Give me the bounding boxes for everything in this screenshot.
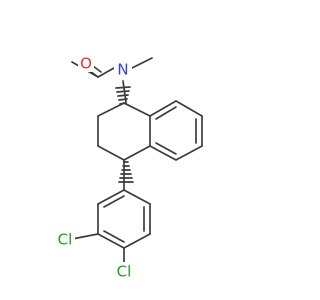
chlorine-lower-label: Cl [117, 263, 132, 281]
bond-c8-c7 [175, 100, 203, 117]
bond-c8a-c1 [123, 102, 151, 117]
bond-ar3-cl [71, 233, 99, 240]
bond-inner-1 [155, 106, 177, 120]
stereo-hash-c1 [115, 86, 131, 105]
bond-ar3-ar4 [97, 233, 125, 249]
bond-carbonyl-n [97, 67, 115, 78]
bond-c3-c4 [97, 145, 125, 161]
bond-ar1-ar2 [97, 189, 125, 205]
molecule-canvas: O N Cl Cl [55, 54, 203, 281]
bond-ar4-ar5 [123, 233, 151, 249]
nitrogen-label: N [117, 61, 128, 79]
structure-diagram: O N Cl Cl [55, 54, 203, 281]
atom-chlorine-lower: Cl [114, 262, 134, 281]
atom-chlorine-upper: Cl [55, 230, 75, 249]
bond-c8a-c8 [149, 100, 177, 117]
atom-oxygen: O [78, 55, 94, 73]
bond-c5-c4a [149, 145, 177, 161]
bond-c4-c4a [123, 145, 151, 161]
bond-n-methyl [131, 57, 153, 69]
chlorine-upper-label: Cl [58, 231, 73, 249]
bond-inner-3 [155, 142, 177, 155]
bond-ar-inner-2 [103, 230, 125, 243]
oxygen-label: O [80, 55, 92, 73]
bond-c6-c5 [175, 145, 203, 161]
atom-nitrogen: N [114, 60, 132, 79]
bond-ar6-ar1 [123, 189, 151, 205]
bond-ar-inner-1 [103, 195, 125, 208]
bond-c1-c2 [97, 102, 125, 117]
stereo-hash-c4 [118, 161, 134, 183]
